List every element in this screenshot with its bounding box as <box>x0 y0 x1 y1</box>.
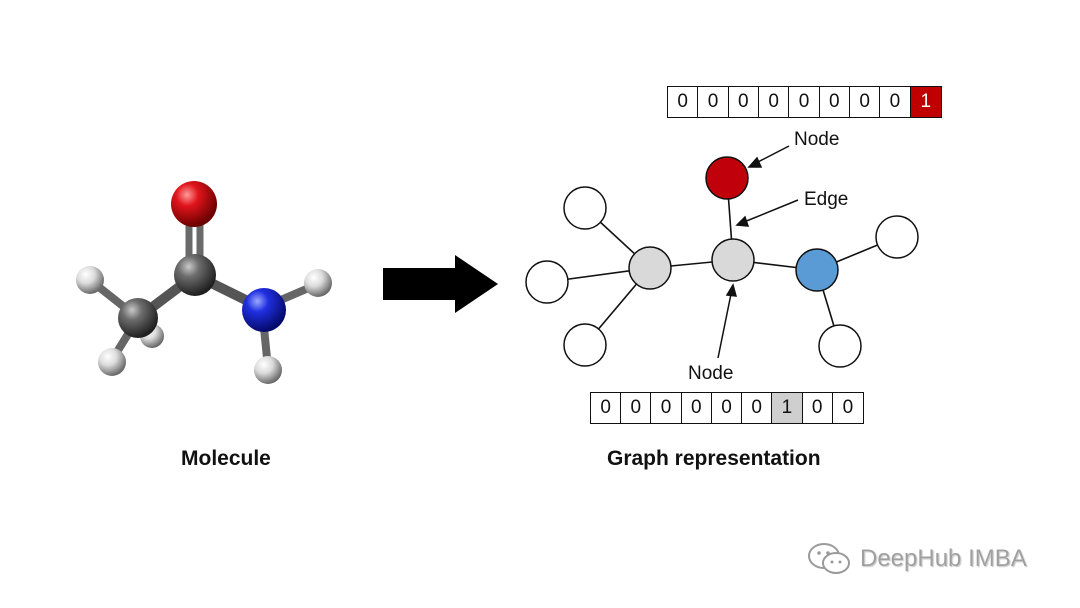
vector-cell: 0 <box>698 87 729 117</box>
vector-cell: 0 <box>742 393 773 423</box>
graph-node-white <box>563 186 607 230</box>
watermark-text: DeepHub IMBA <box>860 545 1027 572</box>
pointer-edge <box>743 199 799 223</box>
vector-cell: 0 <box>842 397 854 418</box>
vector-cell: 0 <box>880 87 911 117</box>
hydrogen-atom <box>304 269 332 297</box>
wechat-icon <box>808 543 850 574</box>
molecule-model <box>76 181 332 384</box>
molecule-caption: Molecule <box>181 447 271 470</box>
vector-cell: 0 <box>621 393 652 423</box>
vector-cell: 0 <box>850 87 881 117</box>
vector-cell: 0 <box>668 87 699 117</box>
hydrogen-atom <box>254 356 282 384</box>
vector-cell: 0 <box>803 393 833 423</box>
graph-node-white <box>875 215 919 259</box>
watermark: DeepHub IMBA <box>806 540 1027 578</box>
graph-node-white <box>563 323 607 367</box>
graph-nodes <box>525 156 919 368</box>
graph-node-white <box>818 324 862 368</box>
pointer-node-bottom <box>717 293 732 359</box>
pointer-node-top <box>755 145 790 164</box>
graph-node-gray <box>628 246 672 290</box>
annotation-arrows <box>717 145 799 359</box>
vector-cell: 0 <box>682 393 712 423</box>
vector-cell: 1 <box>910 87 941 117</box>
graph-node-blue <box>795 248 839 292</box>
node-label-bottom: Node <box>688 363 734 384</box>
right-arrow-icon <box>383 255 498 313</box>
graph-caption: Graph representation <box>607 447 821 470</box>
hydrogen-atom <box>98 348 126 376</box>
vector-cell: 0 <box>820 87 850 117</box>
node-label-top: Node <box>794 129 840 150</box>
carbon-atom-carbonyl <box>174 254 216 296</box>
vector-cell: 0 <box>729 87 759 117</box>
vector-cell: 0 <box>789 87 820 117</box>
graph-node-gray-center <box>711 238 755 282</box>
graph-node-red <box>705 156 749 200</box>
vector-cell: 0 <box>712 393 743 423</box>
oxygen-atom <box>171 181 217 227</box>
edge-label: Edge <box>804 189 849 210</box>
vector-cell: 0 <box>759 87 790 117</box>
nitrogen-atom <box>242 288 286 332</box>
vector-cell: 1 <box>772 393 803 423</box>
hydrogen-atom <box>76 266 104 294</box>
carbon-atom-methyl <box>118 298 158 338</box>
graph-node-white <box>525 260 569 304</box>
vector-cell: 0 <box>651 393 682 423</box>
vector-cell: 0 <box>591 393 622 423</box>
